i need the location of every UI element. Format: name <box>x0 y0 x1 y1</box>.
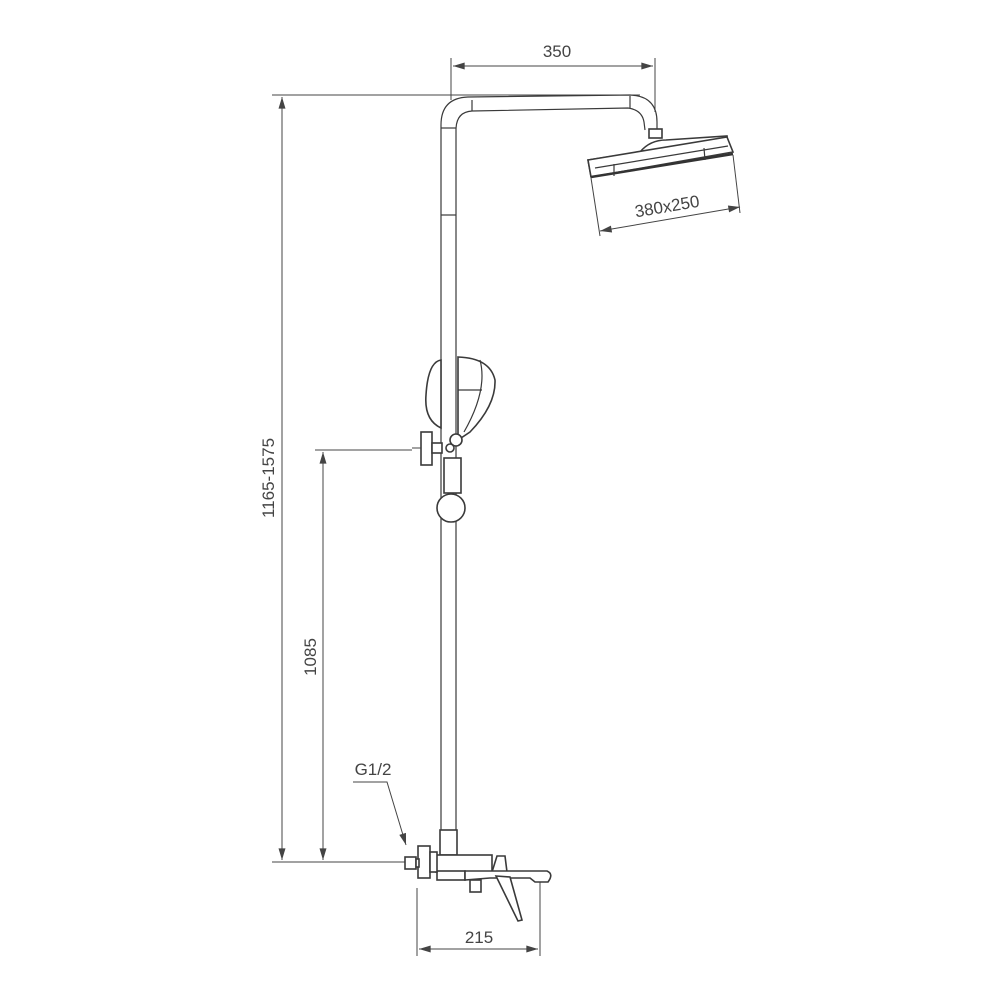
dimension-bracket-height: 1085 <box>301 449 412 860</box>
mixer-depth-label: 215 <box>465 928 493 947</box>
arm-reach-label: 350 <box>543 42 571 61</box>
bath-mixer <box>404 829 552 922</box>
dimension-arm-reach: 350 <box>450 42 656 112</box>
total-height-label: 1165-1575 <box>259 438 278 518</box>
dimension-mixer-depth: 215 <box>416 882 541 956</box>
overhead-shower-head: 380x250 <box>587 135 741 237</box>
riser-pipe <box>440 94 663 832</box>
inlet-thread-callout: G1/2 <box>353 760 407 846</box>
bracket-height-label: 1085 <box>301 638 320 676</box>
hand-shower <box>412 356 496 523</box>
inlet-thread-label: G1/2 <box>355 760 392 779</box>
head-size-label: 380x250 <box>633 192 700 222</box>
dimension-total-height: 1165-1575 <box>259 94 640 863</box>
